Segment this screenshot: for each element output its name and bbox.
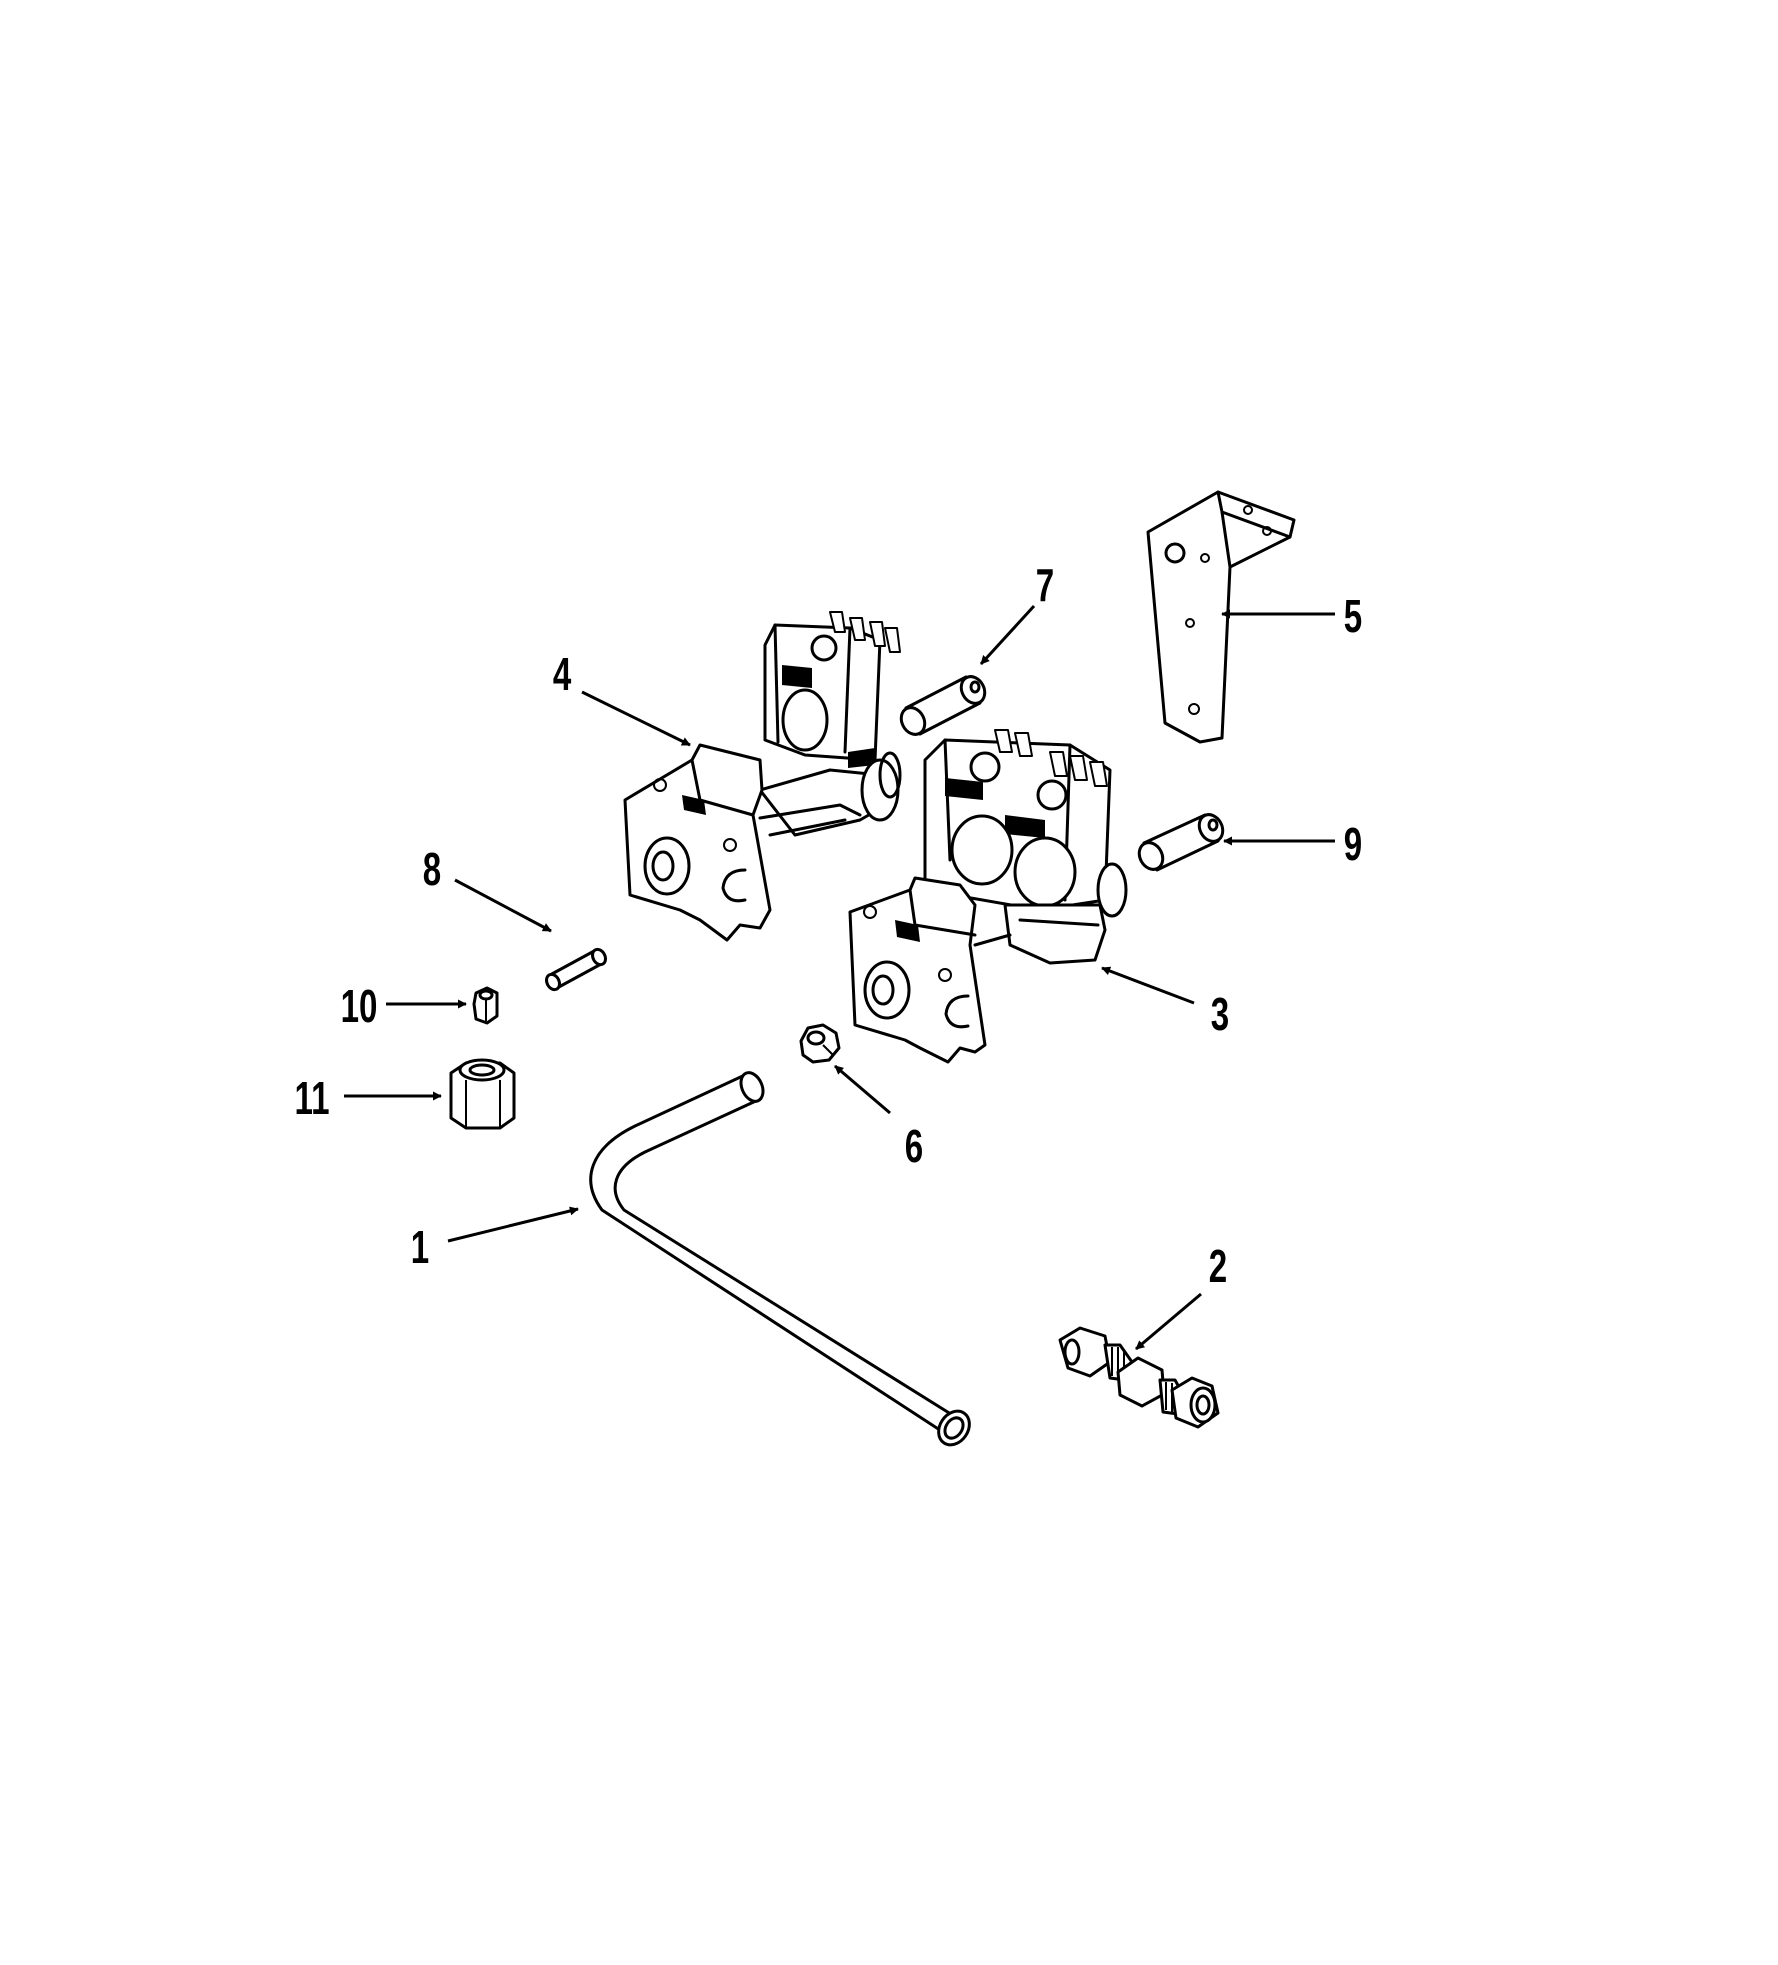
part-8-pin — [545, 947, 607, 992]
part-9-sleeve — [1137, 813, 1225, 872]
callout-2: 2 — [1209, 1242, 1227, 1292]
leader-4 — [581, 690, 691, 747]
callout-5: 5 — [1344, 592, 1362, 642]
part-7-sleeve — [899, 675, 987, 736]
part-2-union-fitting — [1058, 1326, 1220, 1429]
part-6-nut — [799, 1023, 841, 1064]
part-10-ferrule — [472, 986, 499, 1025]
callout-8: 8 — [423, 845, 441, 895]
callout-leaders — [344, 604, 1335, 1351]
callout-10: 10 — [341, 982, 378, 1032]
leader-7 — [979, 604, 1036, 666]
callout-4: 4 — [553, 650, 572, 700]
part-3-dual-water-valve — [848, 729, 1128, 1064]
part-11-hex-nut — [449, 1058, 516, 1130]
callout-labels: 1 2 3 4 5 6 7 8 9 10 11 — [294, 561, 1362, 1292]
callout-11: 11 — [294, 1074, 329, 1124]
leader-2 — [1135, 1292, 1202, 1351]
callout-6: 6 — [905, 1122, 923, 1172]
callout-1: 1 — [411, 1223, 429, 1273]
leader-8 — [454, 878, 552, 933]
part-5-mounting-bracket — [1146, 490, 1296, 744]
callout-7: 7 — [1036, 561, 1054, 611]
leader-3 — [1101, 966, 1195, 1005]
callout-9: 9 — [1344, 820, 1362, 870]
part-4-water-valve — [623, 611, 902, 942]
leader-1 — [447, 1206, 579, 1243]
leader-6 — [834, 1064, 891, 1115]
part-1-tube — [589, 1071, 971, 1447]
callout-3: 3 — [1211, 990, 1229, 1040]
